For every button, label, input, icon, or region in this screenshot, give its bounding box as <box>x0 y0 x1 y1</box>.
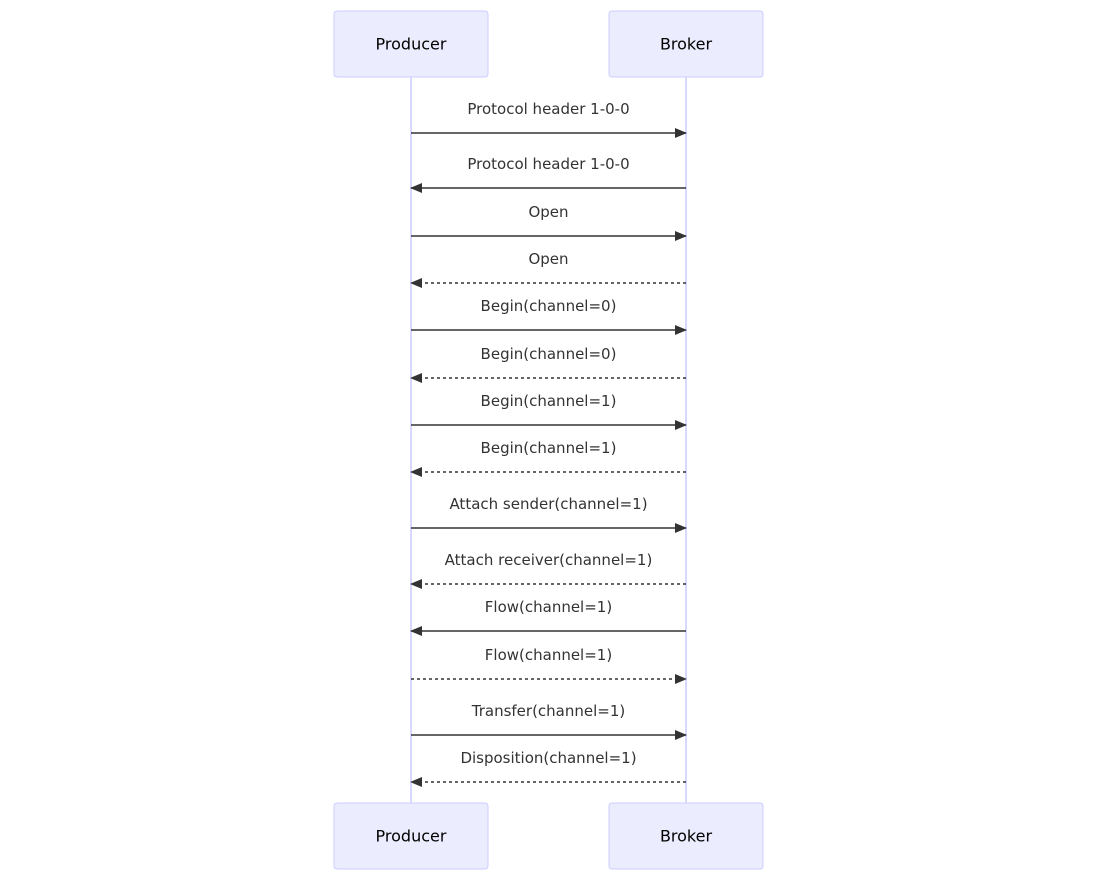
message-1: Protocol header 1-0-0 <box>411 100 687 138</box>
message-label: Open <box>528 203 568 221</box>
message-8: Begin(channel=1) <box>410 439 686 477</box>
actor-label: Broker <box>660 35 713 54</box>
message-9: Attach sender(channel=1) <box>411 495 687 533</box>
message-label: Disposition(channel=1) <box>460 749 636 767</box>
message-4: Open <box>410 250 686 288</box>
message-label: Protocol header 1-0-0 <box>467 100 629 118</box>
actor-broker-top: Broker <box>608 10 764 78</box>
actor-producer-top: Producer <box>333 10 489 78</box>
message-label: Transfer(channel=1) <box>471 702 626 720</box>
message-label: Begin(channel=0) <box>481 297 617 315</box>
message-14: Disposition(channel=1) <box>410 749 686 787</box>
actor-box <box>608 10 764 78</box>
actors-bottom: Producer Broker <box>333 802 764 870</box>
message-label: Protocol header 1-0-0 <box>467 155 629 173</box>
message-label: Begin(channel=1) <box>481 439 617 457</box>
message-2: Protocol header 1-0-0 <box>410 155 686 193</box>
message-10: Attach receiver(channel=1) <box>410 551 686 589</box>
message-11: Flow(channel=1) <box>410 598 686 636</box>
message-label: Begin(channel=1) <box>481 392 617 410</box>
actors-top: Producer Broker <box>333 10 764 78</box>
message-3: Open <box>411 203 687 241</box>
message-6: Begin(channel=0) <box>410 345 686 383</box>
message-label: Open <box>528 250 568 268</box>
actor-box <box>608 802 764 870</box>
actor-label: Producer <box>376 827 447 846</box>
message-label: Attach receiver(channel=1) <box>445 551 653 569</box>
message-label: Begin(channel=0) <box>481 345 617 363</box>
message-13: Transfer(channel=1) <box>411 702 687 740</box>
actor-label: Broker <box>660 827 713 846</box>
message-label: Flow(channel=1) <box>485 598 612 616</box>
message-7: Begin(channel=1) <box>411 392 687 430</box>
actor-box <box>333 802 489 870</box>
message-12: Flow(channel=1) <box>411 646 687 684</box>
actor-label: Producer <box>376 35 447 54</box>
actor-producer-bottom: Producer <box>333 802 489 870</box>
actor-box <box>333 10 489 78</box>
message-label: Flow(channel=1) <box>485 646 612 664</box>
actor-broker-bottom: Broker <box>608 802 764 870</box>
message-label: Attach sender(channel=1) <box>449 495 647 513</box>
message-5: Begin(channel=0) <box>411 297 687 335</box>
